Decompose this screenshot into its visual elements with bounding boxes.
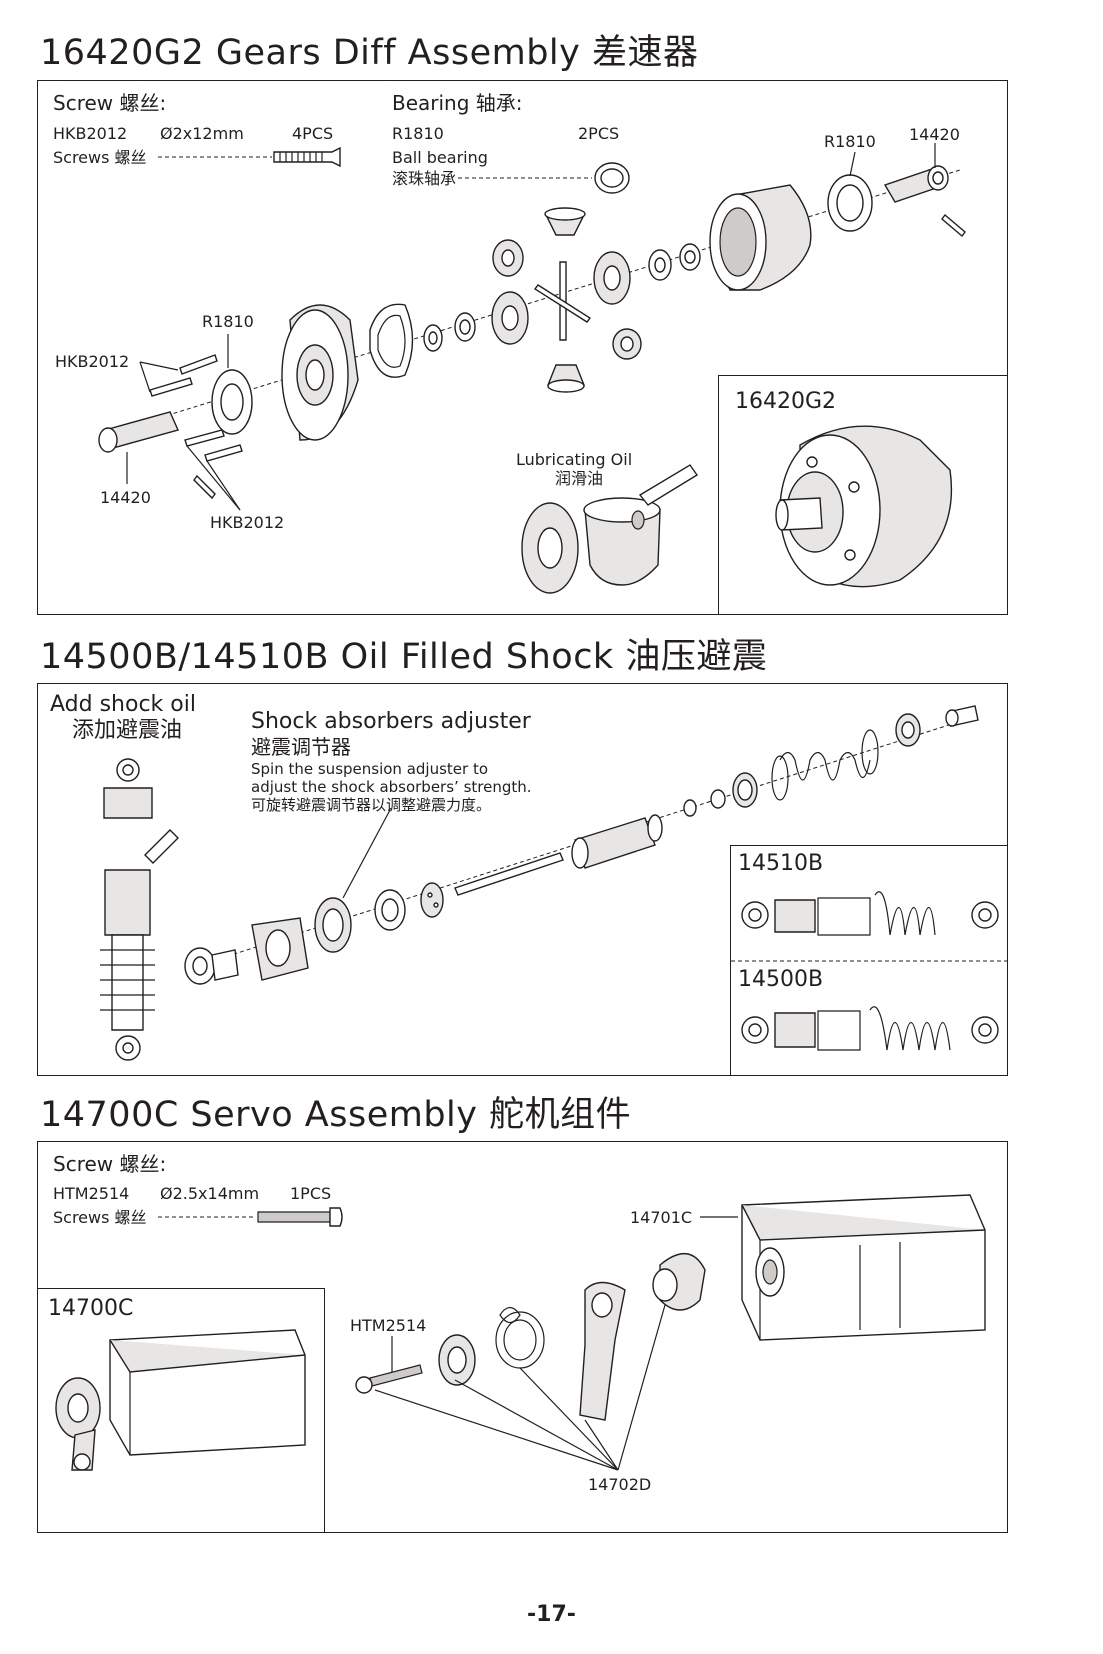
shock-adjuster-cn: 避震调节器 xyxy=(251,735,351,759)
output-shaft-left xyxy=(98,411,216,500)
diff-callout-14420-top: 14420 xyxy=(909,125,960,144)
spring-icon xyxy=(771,729,879,801)
diff-bearing-header: Bearing 轴承: xyxy=(392,91,523,115)
callout-fan-lines xyxy=(374,1304,666,1471)
diff-callout-r1810-top: R1810 xyxy=(824,132,876,151)
shock-lower-cap-icon xyxy=(251,917,309,981)
servo-section-title: 14700C Servo Assembly 舵机组件 xyxy=(40,1095,632,1135)
servo-screw-spec-icon xyxy=(158,1207,343,1227)
servo-callout-14702d: 14702D xyxy=(588,1475,652,1494)
shock-adjuster-desc-2: adjust the shock absorbers’ strength. xyxy=(251,778,532,796)
servo-saver-parts xyxy=(438,1253,706,1421)
shock-body-vertical-icon xyxy=(100,869,155,1061)
bevel-gear-large-left xyxy=(491,291,529,345)
shock-add-oil-cn: 添加避震油 xyxy=(72,718,183,743)
servo-screw-qty: 1PCS xyxy=(290,1184,332,1203)
shock-section-title: 14500B/14510B Oil Filled Shock 油压避震 xyxy=(40,637,768,677)
shock-variant-14510b-label: 14510B xyxy=(738,851,824,876)
bearing-left xyxy=(211,334,253,435)
servo-body-icon xyxy=(700,1194,986,1341)
shock-body-icon xyxy=(571,814,663,869)
diff-callout-14420-bottom: 14420 xyxy=(100,488,151,507)
servo-screw-header: Screw 螺丝: xyxy=(53,1152,167,1176)
diff-inset-label: 16420G2 xyxy=(735,389,837,414)
spring-retainer-icon xyxy=(895,713,921,747)
shock-adjuster-desc-3: 可旋转避震调节器以调整避震力度。 xyxy=(251,796,492,814)
diff-screw-code: HKB2012 xyxy=(53,124,128,143)
diff-callout-oil-en: Lubricating Oil xyxy=(516,450,633,469)
shock-add-oil-en: Add shock oil xyxy=(50,692,196,717)
shock-14510b-icon xyxy=(741,891,999,936)
diff-screw-qty: 4PCS xyxy=(292,124,334,143)
bevel-gear-top xyxy=(544,207,586,236)
screw-spec-icon xyxy=(158,146,341,168)
bevel-gear-bottom xyxy=(546,364,586,393)
spring-adjuster-collar xyxy=(732,772,758,808)
output-shaft-right xyxy=(883,143,966,238)
ring-gear xyxy=(281,304,359,441)
assembled-diff-icon xyxy=(775,425,953,588)
adjuster-nut-icon xyxy=(314,809,391,953)
assembled-servo-icon xyxy=(55,1329,306,1471)
servo-screw-icon xyxy=(355,1336,423,1394)
shock-adjuster-desc-1: Spin the suspension adjuster to xyxy=(251,760,489,778)
page-number: -17- xyxy=(527,1602,576,1627)
servo-callout-htm2514: HTM2514 xyxy=(350,1316,427,1335)
servo-callout-14701c: 14701C xyxy=(630,1208,693,1227)
oil-dropper-icon xyxy=(144,829,179,864)
diff-bearing-code: R1810 xyxy=(392,124,444,143)
diff-case xyxy=(709,184,812,291)
diff-bearing-label-en: Ball bearing xyxy=(392,148,488,167)
screws-left xyxy=(139,354,243,511)
diff-callout-oil-cn: 润滑油 xyxy=(555,469,604,488)
spring-collar-icon xyxy=(374,889,406,931)
diff-screw-header: Screw 螺丝: xyxy=(53,91,167,115)
diff-bearing-qty: 2PCS xyxy=(578,124,620,143)
diff-screw-label: Screws 螺丝 xyxy=(53,148,147,167)
cross-pin xyxy=(533,261,592,341)
diff-callout-hkb-left: HKB2012 xyxy=(55,352,130,371)
diff-callout-hkb-bottom: HKB2012 xyxy=(210,513,285,532)
servo-inset-label: 14700C xyxy=(48,1296,134,1321)
diff-bearing-label-cn: 滚珠轴承 xyxy=(392,169,457,188)
shock-cap-icon xyxy=(103,758,153,819)
bevel-gear-large-right xyxy=(593,251,631,305)
shock-adjuster-en: Shock absorbers adjuster xyxy=(251,709,531,734)
lubricating-oil-illustration xyxy=(521,464,699,594)
bevel-gear-left-small xyxy=(492,239,524,277)
diff-callout-r1810-left: R1810 xyxy=(202,312,254,331)
bearing-spec-icon xyxy=(458,162,630,194)
shock-variant-14500b-label: 14500B xyxy=(738,967,824,992)
shock-shaft-icon xyxy=(454,852,564,896)
bevel-gear-right-small xyxy=(612,328,642,360)
servo-screw-label: Screws 螺丝 xyxy=(53,1208,147,1227)
upper-ball-end-icon xyxy=(945,705,979,727)
piston-icon xyxy=(420,882,444,918)
bearing-right xyxy=(827,151,873,232)
servo-screw-size: Ø2.5x14mm xyxy=(160,1184,260,1203)
diff-screw-size: Ø2x12mm xyxy=(160,124,244,143)
diff-section-title: 16420G2 Gears Diff Assembly 差速器 xyxy=(40,33,699,73)
servo-screw-code: HTM2514 xyxy=(53,1184,130,1203)
rod-end-icon xyxy=(184,947,239,985)
shock-14500b-icon xyxy=(741,1006,999,1051)
